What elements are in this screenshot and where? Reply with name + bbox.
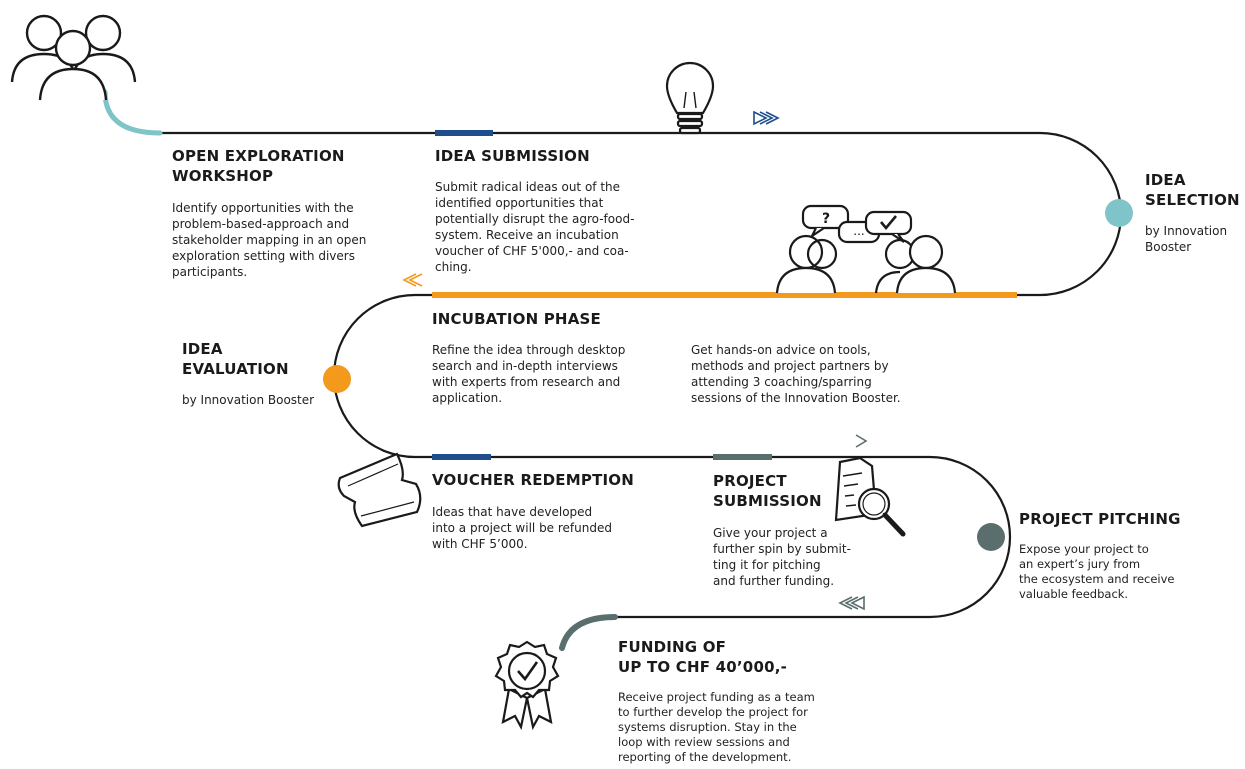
idea-submission-title: IDEA SUBMISSION (435, 147, 590, 165)
direction-arrow-right (753, 110, 780, 126)
start-segment (102, 89, 163, 136)
discussion-icon: ? ... (775, 204, 957, 294)
project-pitching-text: Expose your project to an expert’s jury … (1019, 542, 1175, 601)
project-pitching-title: PROJECT PITCHING (1019, 510, 1181, 528)
project-pitching-dot (977, 523, 1005, 551)
voucher-ticket-icon (337, 452, 422, 528)
incubation-text-left: Refine the idea through desktop search a… (432, 343, 626, 405)
incubation-text-right: Get hands-on advice on tools, methods an… (691, 343, 901, 405)
document-search-icon (834, 456, 906, 537)
svg-text:...: ... (853, 224, 864, 238)
award-badge-icon (494, 640, 560, 731)
idea-selection-text: by Innovation Booster (1145, 224, 1228, 254)
direction-arrow-left (402, 273, 423, 287)
incubation-title: INCUBATION PHASE (432, 310, 601, 328)
open-exploration-title: OPEN EXPLORATION WORKSHOP (172, 147, 345, 185)
lightbulb-icon (665, 61, 715, 135)
idea-evaluation-title: IDEA EVALUATION (182, 340, 289, 378)
funding-text: Receive project funding as a team to fur… (618, 690, 815, 764)
direction-arrow-right-small (855, 434, 868, 448)
people-group-icon (10, 14, 137, 101)
funding-title: FUNDING OF UP TO CHF 40’000,- (618, 638, 788, 676)
voucher-redemption-text: Ideas that have developed into a project… (432, 505, 612, 551)
project-submission-text: Give your project a further spin by subm… (713, 526, 851, 588)
funding-segment (559, 614, 618, 651)
idea-evaluation-dot (323, 365, 351, 393)
direction-arrow-left-bottom (838, 595, 865, 611)
idea-submission-text: Submit radical ideas out of the identifi… (435, 180, 635, 274)
project-submission-title: PROJECT SUBMISSION (713, 472, 822, 510)
idea-selection-dot (1105, 199, 1133, 227)
idea-selection-title: IDEA SELECTION (1145, 171, 1240, 209)
open-exploration-text: Identify opportunities with the problem-… (172, 201, 367, 279)
idea-evaluation-text: by Innovation Booster (182, 393, 315, 407)
voucher-redemption-title: VOUCHER REDEMPTION (432, 471, 634, 489)
svg-text:?: ? (822, 211, 830, 227)
